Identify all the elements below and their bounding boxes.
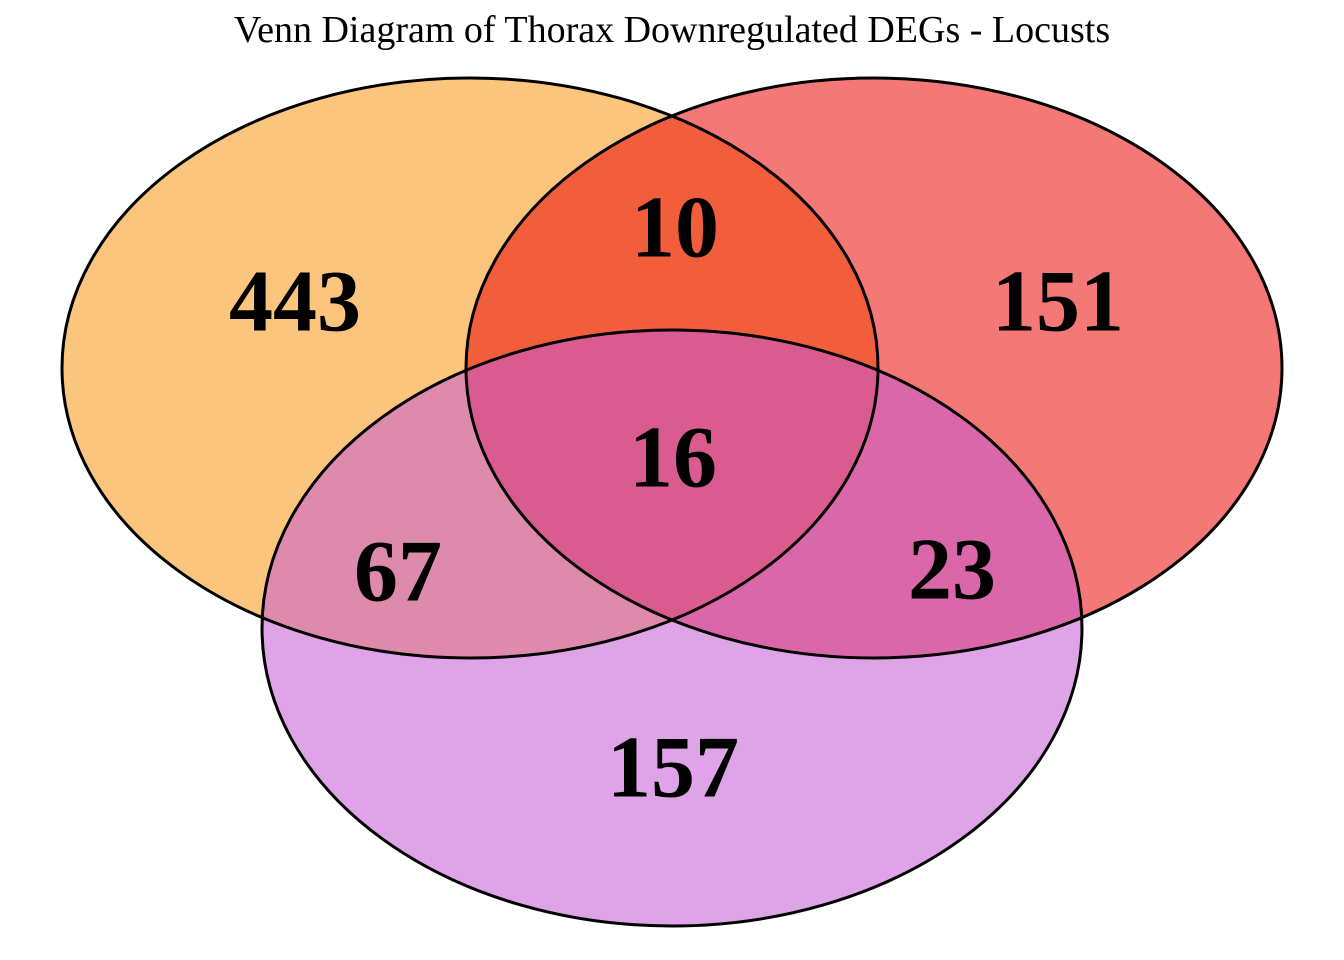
count-left-and-right: 10 bbox=[631, 180, 719, 277]
region-count-labels: 443 10 151 16 67 23 157 bbox=[229, 180, 1124, 817]
count-right-and-bottom: 23 bbox=[908, 522, 996, 619]
count-left-and-bottom: 67 bbox=[354, 524, 442, 621]
chart-title: Venn Diagram of Thorax Downregulated DEG… bbox=[234, 9, 1110, 51]
count-left-only: 443 bbox=[229, 254, 361, 351]
count-bottom-only: 157 bbox=[607, 720, 739, 817]
set-bottom-ellipse-fill bbox=[262, 330, 1082, 926]
count-right-only: 151 bbox=[992, 254, 1124, 351]
count-center-all-three: 16 bbox=[629, 410, 717, 507]
set-left-ellipse-outline bbox=[60, 76, 880, 660]
set-bottom-ellipse-outline bbox=[260, 328, 1084, 928]
set-right-ellipse-outline bbox=[464, 76, 1284, 660]
venn-set-outlines bbox=[60, 76, 1284, 928]
